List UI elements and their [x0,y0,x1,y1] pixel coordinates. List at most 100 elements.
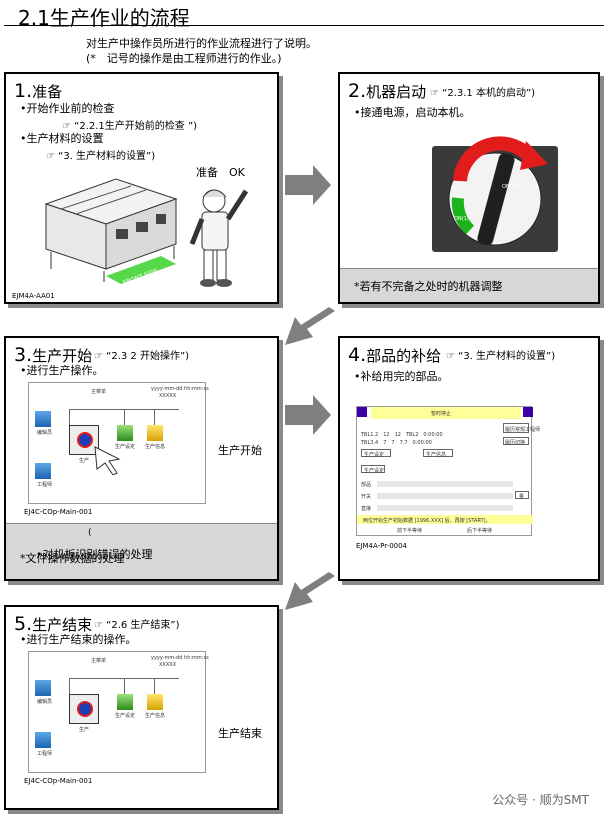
step-number: 3. [14,344,33,366]
title-divider [4,25,604,26]
pause-screen: 暂时停止 TBL1,2 12 12 TBL2 0:00:00 TBL3,4 7 … [356,406,540,536]
engineer-note-strip: *若有不完备之处时的机器调整 [340,268,598,302]
production-setting-button[interactable]: 生产设定 [361,465,385,474]
ref-materials[interactable]: ☞ “3. 生产材料的设置”) [46,147,155,162]
button-label: 生产设定 [364,468,385,474]
screen-status-block [357,407,367,417]
tree-connector [124,678,125,694]
bullet-materials: •生产材料的设置 [20,132,104,145]
step-title: 生产开始 [32,347,93,365]
step-4-heading: 4.部品的补给 [348,344,441,366]
step-title: 生产结束 [32,616,93,634]
engineer-icon[interactable] [35,732,51,748]
button-label: 履历常规工程师 [505,427,541,433]
tree-connector [69,409,70,425]
feeder-bar [377,493,513,499]
step-title: 部品的补给 [366,347,442,365]
button-label: 量 [519,494,525,500]
figure-code: EJM4A-AA01 [12,292,55,300]
hand-point-icon: ☞ [94,620,103,631]
button-label: 生产设定 [364,452,385,458]
production-info-icon[interactable] [147,694,163,710]
figure-code: EJM4A-Pr-0004 [356,542,408,550]
step-5-panel: 5.生产结束 ☞ “2.6 生产结束”) •进行生产结束的操作。 主菜单 yyy… [4,605,279,810]
power-switch-icon: OFF(0) ON(1) [432,136,558,252]
note-file-data: *文件操作数据的处理 [20,552,125,565]
feeder-bar [377,481,513,487]
ref-power-on[interactable]: ☞ “2.3.1 本机的启动”) [430,84,535,99]
step-number: 5. [14,613,33,635]
cursor-arrow-icon [94,446,121,475]
ref-check[interactable]: ☞ “2.2.1生产开始前的检查 ”) [62,117,197,132]
step-1-panel: 1.准备 •开始作业前的检查 ☞ “2.2.1生产开始前的检查 ”) •生产材料… [4,72,279,304]
bottom-label: 后下半等待 [467,528,493,534]
production-button[interactable] [69,425,99,455]
production-setting-icon[interactable] [117,425,133,441]
step-number: 1. [14,80,33,102]
engineer-icon[interactable] [35,463,51,479]
icon-label: 工程师 [37,751,53,757]
history-button[interactable]: 履历常规工程师 [503,423,540,433]
tree-connector [154,678,155,694]
production-setting-button[interactable]: 生产设定 [361,449,391,458]
figure-code: EJ4C-COp-Main-001 [24,508,93,516]
icon-label: 生产 [79,458,90,464]
icon-label: 编辑员 [37,430,53,436]
tree-connector [69,678,70,694]
figure-code: EJ4C-COp-Main-001 [24,777,93,785]
production-info-button[interactable]: 生产信息 [423,449,453,458]
editor-icon[interactable] [35,411,51,427]
zero-button[interactable]: 量 [515,491,529,500]
icon-label: 编辑员 [37,699,53,705]
operator-person-icon [189,189,249,287]
step-4-panel: 4.部品的补给 ☞ “3. 生产材料的设置”) •补给用完的部品。 暂时停止 T… [338,336,600,581]
status-message: 两位开始生产初始数据 [1996.XXX] 后，再按 [START]。 [363,518,491,524]
button-label: 生产信息 [426,452,447,458]
step-number: 2. [348,80,367,102]
flow-arrow-right-icon [285,395,331,435]
side-label: 生产结束 [218,727,262,740]
step-3-heading: 3.生产开始 [14,344,92,366]
step-2-panel: 2.机器启动 ☞ “2.3.1 本机的启动”) •接通电源，启动本机。 OFF(… [338,72,600,304]
production-icon [77,701,93,717]
history-switch-button[interactable]: 履历切换 [503,437,529,446]
production-setting-icon[interactable] [117,694,133,710]
watermark-text: 公众号 · 顺为SMT [492,793,589,807]
screen-title: 暂时停止 [431,411,452,417]
engineer-note: *若有不完备之处时的机器调整 [354,280,503,293]
side-label: 生产开始 [218,444,262,457]
hand-point-icon: ☞ [94,351,103,362]
step-number: 4. [348,344,367,366]
ref-text: “2.6 生产结束”) [106,620,180,631]
row-label: 部品 [361,482,372,488]
production-button[interactable] [69,694,99,724]
ref-production-end[interactable]: ☞ “2.6 生产结束”) [94,616,180,631]
row-label: 开关 [361,494,372,500]
note-bracket: ( [88,528,92,538]
editor-icon[interactable] [35,680,51,696]
intro-line-2: (* 记号的操作是由工程师进行的作业。) [86,52,282,65]
bullet-production: •进行生产操作。 [20,364,104,377]
note-board-error: •对机板识别错误的处理 [36,548,153,561]
screen-row: TBL1,2 12 12 TBL2 0:00:00 [361,432,443,438]
hand-point-icon: ☞ [430,88,439,99]
mounter-machine-icon [44,178,178,282]
ref-text: “3. 生产材料的设置”) [58,151,156,162]
production-icon [77,432,93,448]
flow-arrow-down-left-icon [285,572,335,610]
icon-label: 生产设定 [115,713,136,719]
step-5-heading: 5.生产结束 [14,613,92,635]
icon-label: 生产信息 [145,444,166,450]
screen-datetime: yyyy-mm-dd hh:mm:ss [151,655,209,661]
screen-status-block [523,407,533,417]
feeder-bar [377,505,513,511]
flow-arrow-down-left-icon [285,307,335,345]
step-title: 准备 [32,83,63,101]
button-label: 履历切换 [505,440,526,446]
ref-start-op[interactable]: ☞ “2.3 2 开始操作”) [94,347,189,362]
screen-header: 主菜单 [91,658,107,664]
screen-header: 主菜单 [91,389,107,395]
bullet-end: •进行生产结束的操作。 [20,633,137,646]
ref-materials[interactable]: ☞ “3. 生产材料的设置”) [446,347,555,362]
production-info-icon[interactable] [147,425,163,441]
